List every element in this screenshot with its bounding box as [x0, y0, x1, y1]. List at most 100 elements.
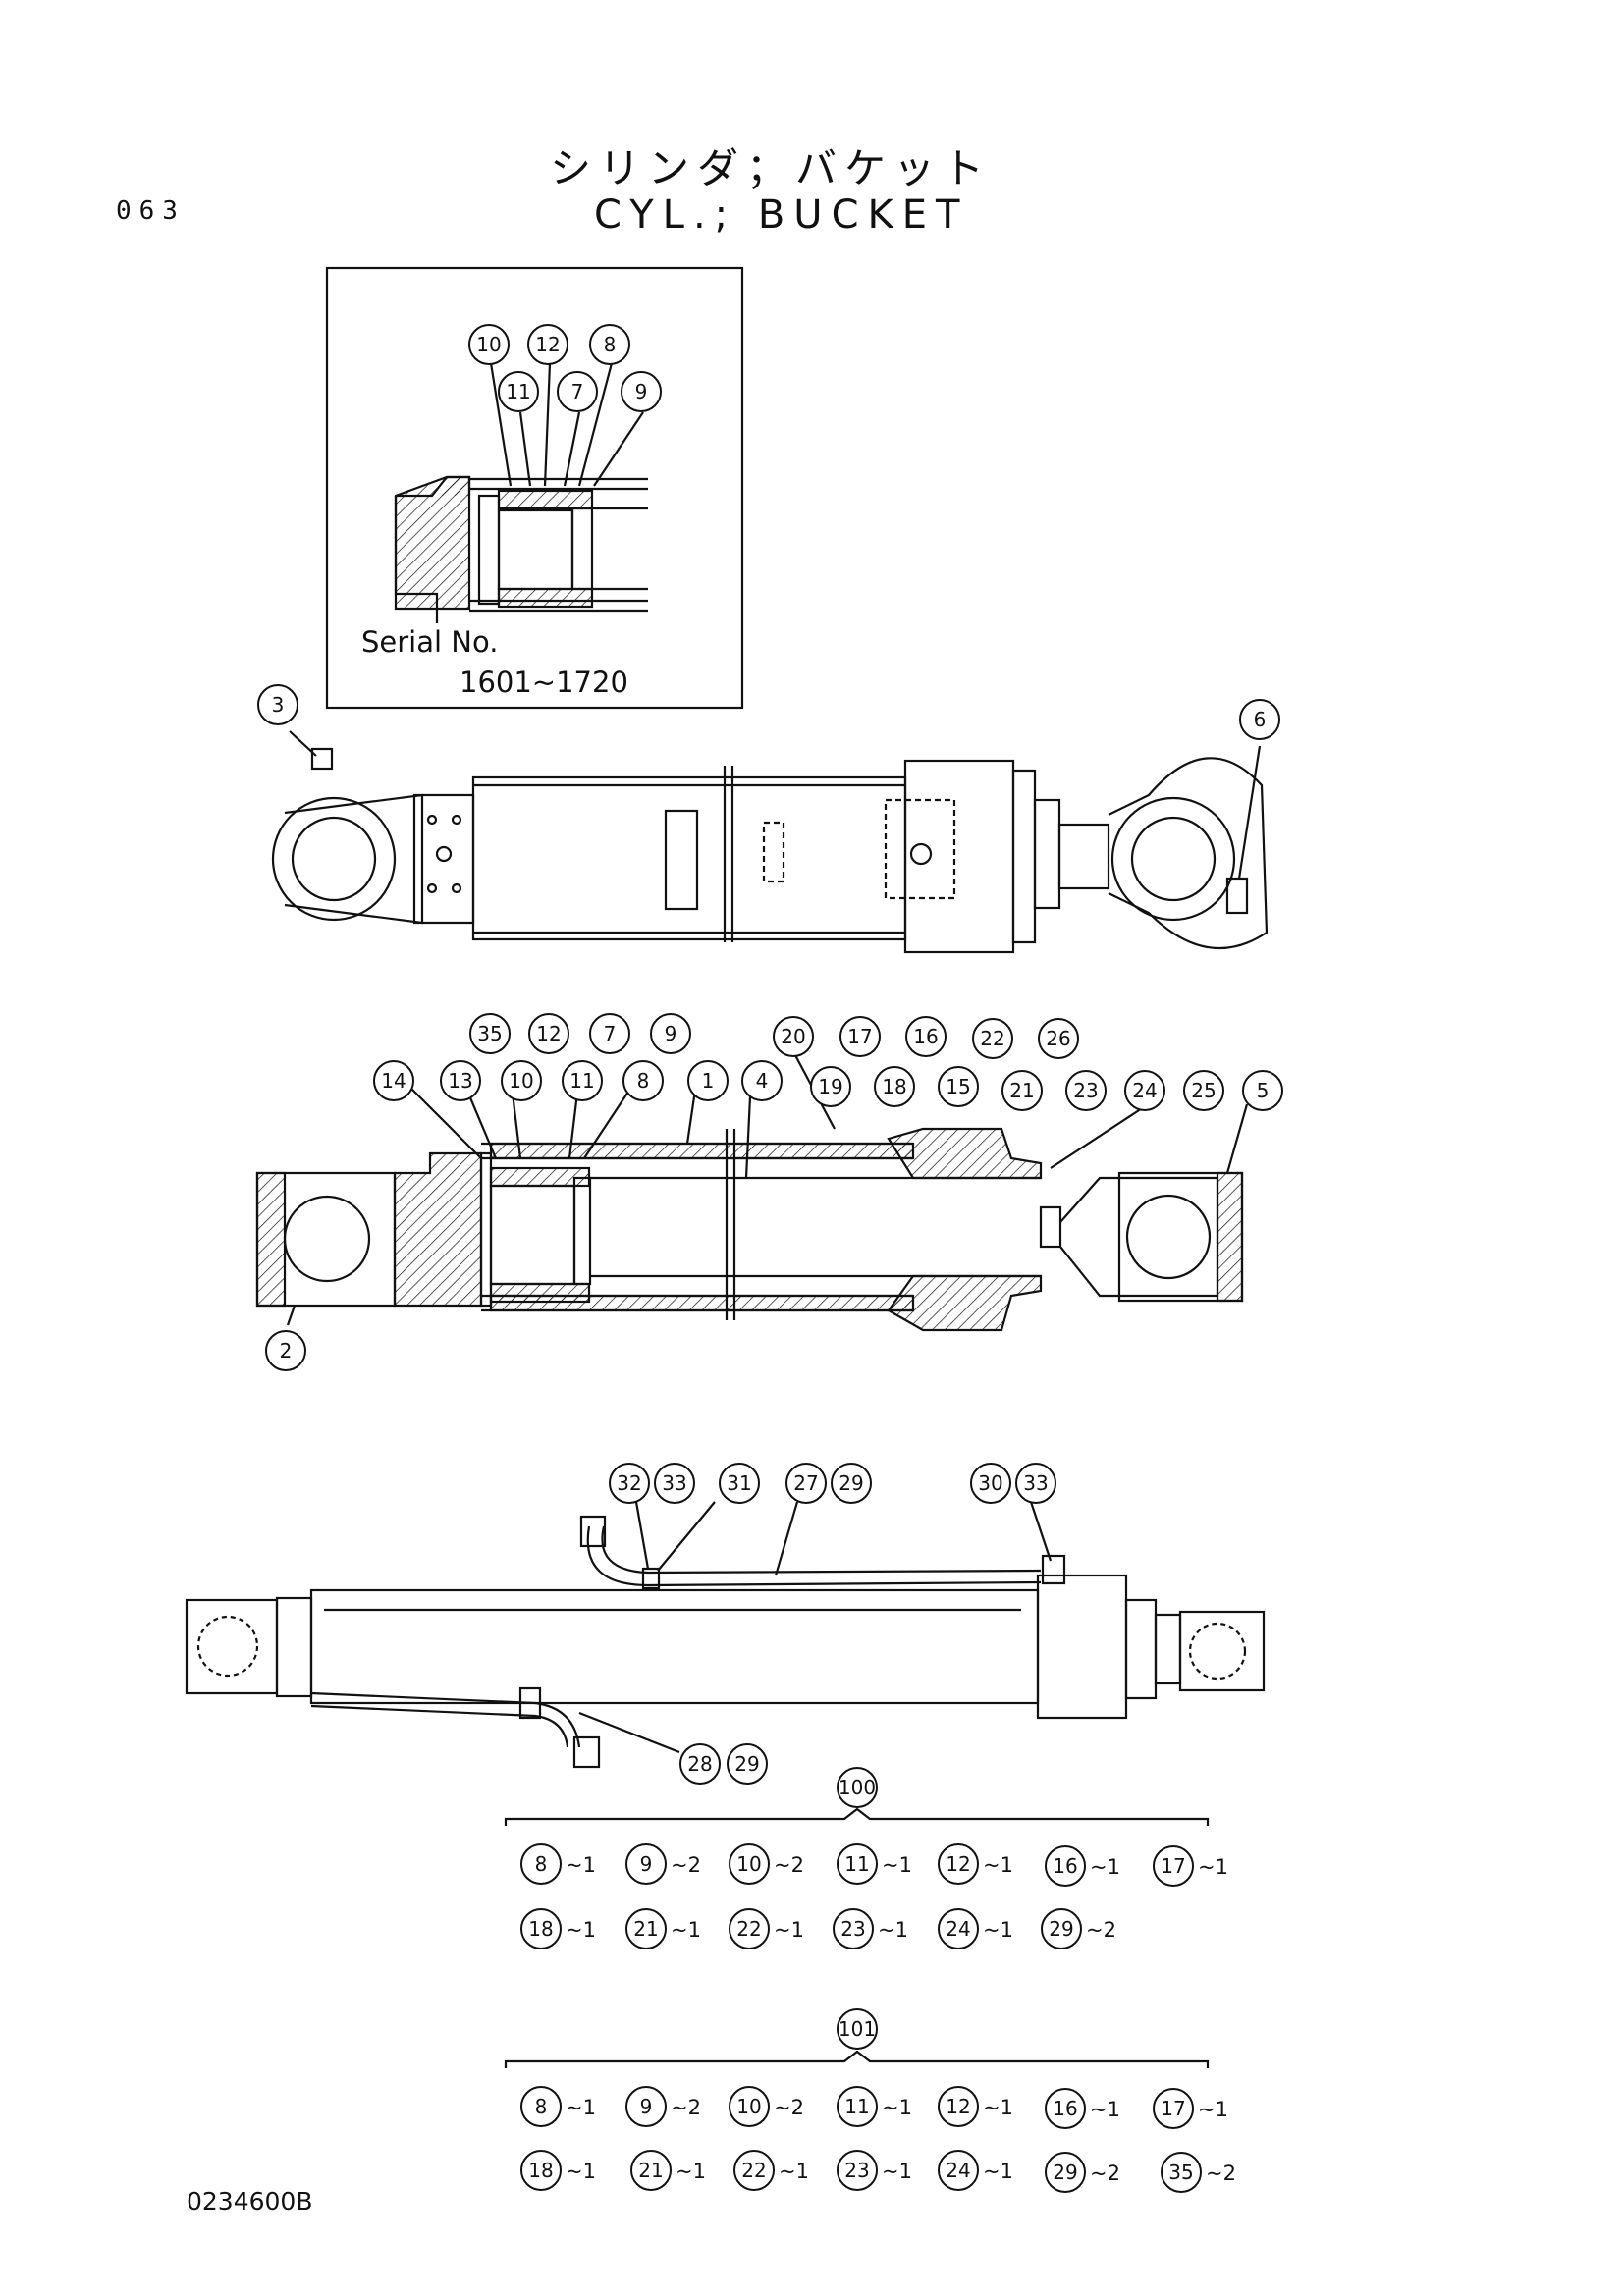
- title-japanese: シリンダ；バケット: [550, 144, 993, 192]
- kit-item-qty: ~1: [1090, 1855, 1120, 1879]
- callout-bubble: 13: [440, 1060, 481, 1101]
- kit-item-part: 29: [1045, 2152, 1086, 2193]
- kit-item-part: 18: [520, 2150, 562, 2191]
- kit-item-qty: ~1: [882, 2096, 912, 2119]
- kit-number-bubble: 100: [837, 1767, 878, 1808]
- callout-bubble: 21: [1001, 1070, 1043, 1111]
- kit-item-part: 21: [630, 2150, 672, 2191]
- kit-item-part: 24: [938, 2150, 979, 2191]
- kit-item-qty: ~1: [1198, 2098, 1228, 2121]
- page-number: 063: [116, 196, 186, 226]
- callout-bubble: 11: [562, 1060, 603, 1101]
- kit-item-part: 29: [1041, 1908, 1082, 1949]
- kit-item-qty: ~1: [1090, 2098, 1120, 2121]
- kit-item-part: 21: [625, 1908, 667, 1949]
- callout-bubble: 22: [972, 1018, 1013, 1059]
- callout-bubble: 23: [1065, 1070, 1107, 1111]
- callout-bubble: 20: [773, 1016, 814, 1057]
- callout-bubble: 10: [468, 324, 510, 365]
- kit-item-part: 23: [833, 1908, 874, 1949]
- kit-item-qty: ~1: [983, 2096, 1013, 2119]
- callout-bubble: 4: [741, 1060, 783, 1101]
- kit-item-qty: ~1: [983, 1918, 1013, 1942]
- callout-bubble: 3: [257, 684, 298, 725]
- kit-item-part: 10: [729, 1843, 770, 1885]
- callout-bubble: 7: [589, 1013, 630, 1054]
- kit-item-part: 17: [1153, 2088, 1194, 2129]
- callout-bubble: 12: [528, 1013, 569, 1054]
- callout-bubble: 33: [1015, 1463, 1056, 1504]
- kit-item-qty: ~1: [878, 1918, 908, 1942]
- kit-item-qty: ~1: [676, 2160, 706, 2183]
- section-view: [255, 1054, 1249, 1332]
- kit-item-part: 23: [837, 2150, 878, 2191]
- kit-item-qty: ~1: [779, 2160, 809, 2183]
- callout-bubble: 16: [905, 1016, 947, 1057]
- kit-item-part: 11: [837, 1843, 878, 1885]
- callout-bubble: 9: [621, 371, 662, 412]
- callout-bubble: 27: [785, 1463, 827, 1504]
- callout-bubble: 26: [1038, 1018, 1079, 1059]
- title-english: CYL.; BUCKET: [594, 192, 969, 238]
- drawing-number: 0234600B: [187, 2187, 313, 2216]
- kit-item-part: 10: [729, 2086, 770, 2127]
- kit-number-bubble: 101: [837, 2008, 878, 2050]
- callout-bubble: 31: [719, 1463, 760, 1504]
- kit-item-qty: ~1: [882, 2160, 912, 2183]
- kit-item-part: 12: [938, 2086, 979, 2127]
- kit-item-qty: ~1: [983, 2160, 1013, 2183]
- callout-bubble: 2: [265, 1330, 306, 1371]
- kit-item-qty: ~1: [566, 2096, 596, 2119]
- kit-item-qty: ~1: [671, 1918, 701, 1942]
- callout-bubble: 25: [1183, 1070, 1224, 1111]
- kit-item-part: 24: [938, 1908, 979, 1949]
- kit-item-qty: ~1: [566, 1918, 596, 1942]
- kit-item-qty: ~2: [671, 1853, 701, 1877]
- callout-bubble: 32: [609, 1463, 650, 1504]
- kit-item-part: 9: [625, 1843, 667, 1885]
- kit-item-part: 35: [1161, 2152, 1202, 2193]
- kit-item-qty: ~1: [983, 1853, 1013, 1877]
- callout-bubble: 8: [589, 324, 630, 365]
- callout-bubble: 7: [557, 371, 598, 412]
- kit-item-qty: ~1: [882, 1853, 912, 1877]
- kit-item-qty: ~1: [774, 1918, 804, 1942]
- callout-bubble: 5: [1242, 1070, 1283, 1111]
- callout-bubble: 6: [1239, 699, 1280, 740]
- serial-label: Serial No.: [361, 625, 499, 659]
- callout-bubble: 10: [501, 1060, 542, 1101]
- callout-bubble: 12: [527, 324, 568, 365]
- callout-bubble: 24: [1124, 1070, 1165, 1111]
- kit-item-part: 8: [520, 2086, 562, 2127]
- callout-bubble: 29: [831, 1463, 872, 1504]
- callout-bubble: 15: [938, 1066, 979, 1107]
- piping-view: [185, 1501, 1266, 1769]
- kit-item-part: 16: [1045, 1845, 1086, 1887]
- kit-brackets: [504, 1807, 1210, 2068]
- callout-bubble: 30: [970, 1463, 1011, 1504]
- kit-item-qty: ~1: [566, 1853, 596, 1877]
- kit-item-qty: ~2: [1206, 2162, 1236, 2185]
- external-view: [271, 730, 1269, 954]
- kit-item-part: 17: [1153, 1845, 1194, 1887]
- kit-item-part: 18: [520, 1908, 562, 1949]
- kit-item-qty: ~2: [774, 2096, 804, 2119]
- callout-bubble: 18: [874, 1066, 915, 1107]
- kit-item-part: 9: [625, 2086, 667, 2127]
- kit-item-qty: ~1: [566, 2160, 596, 2183]
- callout-bubble: 33: [654, 1463, 695, 1504]
- callout-bubble: 8: [622, 1060, 664, 1101]
- callout-bubble: 28: [679, 1743, 721, 1785]
- callout-bubble: 11: [498, 371, 539, 412]
- callout-bubble: 14: [373, 1060, 414, 1101]
- callout-bubble: 17: [839, 1016, 881, 1057]
- callout-bubble: 1: [687, 1060, 729, 1101]
- kit-item-qty: ~2: [1090, 2162, 1120, 2185]
- kit-item-qty: ~1: [1198, 1855, 1228, 1879]
- inset-frame: [325, 266, 744, 710]
- kit-item-part: 12: [938, 1843, 979, 1885]
- kit-item-part: 16: [1045, 2088, 1086, 2129]
- callout-bubble: 35: [469, 1013, 511, 1054]
- callout-bubble: 9: [650, 1013, 691, 1054]
